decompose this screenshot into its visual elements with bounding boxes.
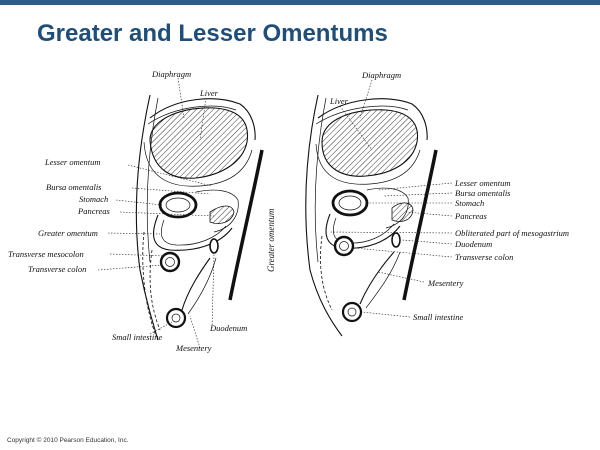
right-label-diaphragm: Diaphragm: [361, 70, 401, 80]
left-label-lesser-omentum: Lesser omentum: [44, 157, 100, 167]
right-label-liver: Liver: [329, 96, 349, 106]
left-label-transverse-colon: Transverse colon: [28, 264, 86, 274]
right-label-pancreas: Pancreas: [454, 211, 487, 221]
right-label-small-intestine: Small intestine: [413, 312, 464, 322]
right-pancreas: [391, 202, 414, 222]
left-label-liver: Liver: [199, 88, 219, 98]
right-diaphragm: [317, 98, 428, 141]
top-accent-bar: [0, 0, 600, 5]
left-label-stomach: Stomach: [79, 194, 108, 204]
right-posterior-wall: [402, 149, 438, 301]
left-label-pancreas: Pancreas: [77, 206, 110, 216]
left-posterior-wall: [228, 149, 264, 301]
left-label-bursa-omentalis: Bursa omentalis: [46, 182, 102, 192]
right-label-lesser-omentum: Lesser omentum: [454, 178, 510, 188]
left-duodenum: [209, 238, 219, 254]
center-label-greater-omentum: Greater omentum: [266, 208, 276, 272]
left-label-small-intestine: Small intestine: [112, 332, 163, 342]
left-label-greater-omentum: Greater omentum: [38, 228, 98, 238]
right-label-transverse-colon: Transverse colon: [455, 252, 513, 262]
right-body-wall: [305, 94, 343, 337]
right-label-duodenum: Duodenum: [454, 239, 492, 249]
left-label-diaphragm: Diaphragm: [151, 69, 191, 79]
left-diaphragm: [149, 98, 256, 141]
copyright-notice: Copyright © 2010 Pearson Education, Inc.: [7, 437, 129, 444]
right-label-mesentery: Mesentery: [427, 278, 464, 288]
right-label-stomach: Stomach: [455, 198, 484, 208]
left-pancreas: [209, 205, 235, 224]
slide-title: Greater and Lesser Omentums: [37, 20, 388, 47]
right-label-obliterated-mesogastrium: Obliterated part of mesogastrium: [455, 228, 569, 238]
right-duodenum: [391, 232, 401, 248]
right-diagram: Diaphragm Liver Lesser omentum Bursa ome…: [305, 70, 569, 337]
right-liver: [321, 109, 419, 177]
right-label-bursa-omentalis: Bursa omentalis: [455, 188, 511, 198]
left-diagram: Diaphragm Liver Lesser omentum Bursa ome…: [8, 69, 264, 353]
left-body-wall: [135, 94, 159, 341]
left-label-transverse-mesocolon: Transverse mesocolon: [8, 249, 84, 259]
left-label-mesentery: Mesentery: [175, 343, 212, 353]
left-label-duodenum: Duodenum: [209, 323, 247, 333]
left-liver: [149, 107, 249, 179]
